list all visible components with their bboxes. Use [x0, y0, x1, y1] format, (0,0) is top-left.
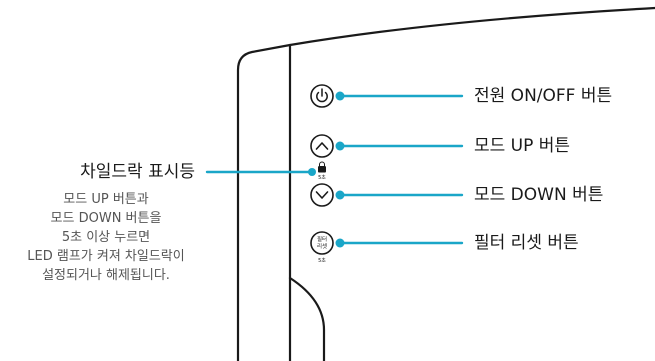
- mode-down-button[interactable]: [310, 183, 334, 207]
- device-outline: [236, 6, 655, 361]
- filter-reset-sub-label: 5초: [318, 258, 326, 264]
- child-lock-desc-line-2: 모드 DOWN 버튼을: [50, 211, 162, 226]
- lock-indicator-sub-label: 5초: [318, 175, 326, 181]
- connector-dots: [308, 91, 345, 248]
- power-button-label: 전원 ON/OFF 버튼: [474, 86, 613, 106]
- child-lock-desc-line-4: LED 램프가 켜져 차일드락이: [27, 249, 185, 264]
- connector-lines: [205, 94, 464, 245]
- child-lock-desc-line-5: 설정되거나 해제됩니다.: [42, 268, 170, 283]
- child-lock-desc-line-1: 모드 UP 버튼과: [63, 192, 149, 207]
- chevron-up-icon: [315, 142, 329, 150]
- child-lock-description: 모드 UP 버튼과 모드 DOWN 버튼을 5초 이상 누르면 LED 램프가 …: [0, 190, 212, 285]
- power-button[interactable]: [310, 84, 334, 108]
- filter-reset-icon-text-2: 리셋: [317, 242, 327, 250]
- mode-up-button[interactable]: [310, 134, 334, 158]
- child-lock-title: 차일드락 표시등: [80, 162, 195, 182]
- power-icon: [316, 88, 328, 103]
- lock-icon: [318, 161, 326, 173]
- child-lock-desc-line-3: 5초 이상 누르면: [61, 230, 151, 245]
- filter-reset-icon-text-1: 필터: [317, 235, 327, 243]
- mode-up-button-label: 모드 UP 버튼: [474, 136, 571, 156]
- filter-reset-button-label: 필터 리셋 버튼: [474, 233, 579, 253]
- chevron-down-icon: [315, 191, 329, 199]
- filter-reset-button[interactable]: 필터 리셋: [310, 231, 334, 255]
- child-lock-indicator: 5초: [318, 161, 326, 181]
- mode-down-button-label: 모드 DOWN 버튼: [474, 185, 604, 205]
